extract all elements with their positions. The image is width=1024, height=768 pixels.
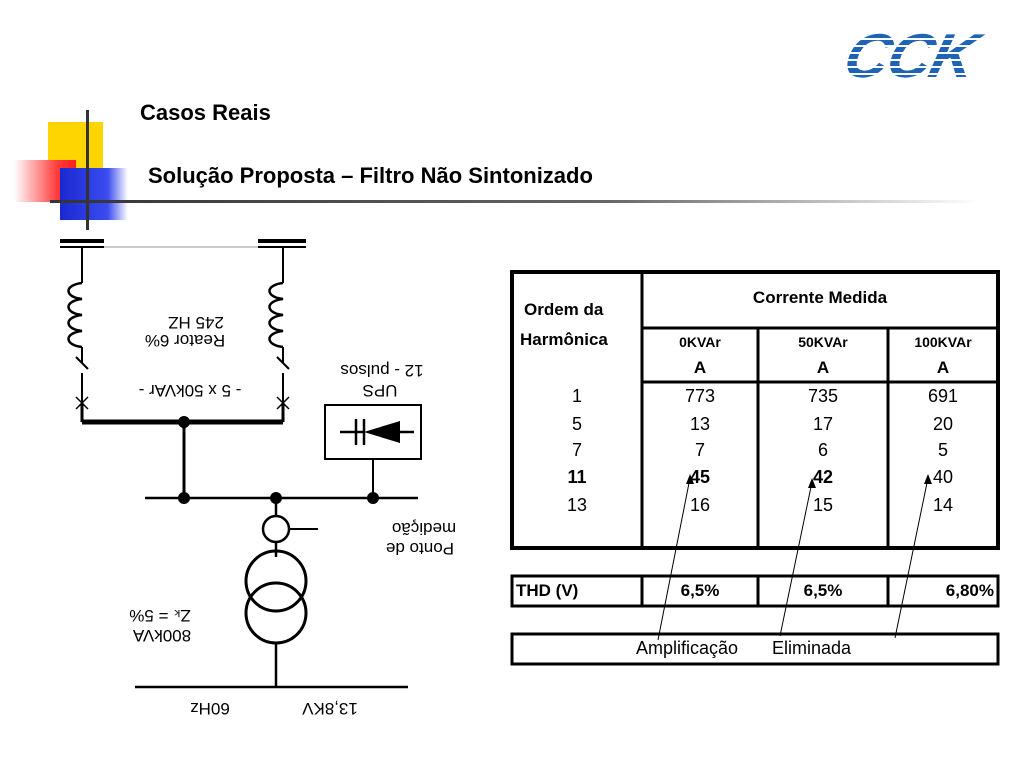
table-grid xyxy=(510,270,1000,666)
harmonic-order: 13 xyxy=(566,495,588,515)
supply-voltage-label: 13,8KV xyxy=(301,699,357,718)
logo-text: CCK xyxy=(837,22,1013,91)
table-cell: 45 xyxy=(689,467,711,487)
annotation-eliminated: Eliminada xyxy=(772,638,852,658)
measurement-label-2: medição xyxy=(392,519,456,538)
row-header-line-2: Harmônica xyxy=(520,330,608,349)
thd-label: THD (V) xyxy=(516,581,579,600)
cck-logo: CCK xyxy=(837,22,998,91)
title-underline xyxy=(50,200,980,203)
table-cell: 16 xyxy=(689,495,711,515)
table-cell: 13 xyxy=(689,414,711,434)
col-0kvar-unit: A xyxy=(693,358,707,377)
thd-value-50kvar: 6,5% xyxy=(803,581,843,600)
thd-value-0kvar: 6,5% xyxy=(680,581,720,600)
reactor-label-2: 245 HZ xyxy=(168,313,224,332)
slide-subtitle: Solução Proposta – Filtro Não Sintonizad… xyxy=(148,163,593,188)
decor-vertical-line xyxy=(86,110,89,230)
harmonic-order: 7 xyxy=(571,440,582,460)
col-50kvar-top: 50KVAr xyxy=(798,334,848,350)
transformer-label-2: Zₖ = 5% xyxy=(129,606,191,625)
measurement-label-1: Ponto de xyxy=(386,539,454,558)
table-cell: 7 xyxy=(694,440,705,460)
single-line-diagram: Reator 6% 245 HZ - 5 x 50kVAr - UPS 12 -… xyxy=(60,239,456,718)
table-cell: 735 xyxy=(807,386,839,406)
harmonic-table: Ordem da Harmônica Corrente Medida 0KVAr… xyxy=(510,270,1000,670)
table-cell: 15 xyxy=(812,495,834,515)
harmonic-order: 5 xyxy=(571,414,582,434)
col-50kvar-unit: A xyxy=(816,358,830,377)
slide-title: Casos Reais xyxy=(140,100,271,125)
table-cell: 691 xyxy=(927,386,959,406)
table-cell: 14 xyxy=(932,495,954,515)
table-cell: 42 xyxy=(812,467,834,487)
harmonic-order: 1 xyxy=(571,386,582,406)
harmonic-order: 11 xyxy=(567,467,587,487)
col-100kvar-unit: A xyxy=(936,358,950,377)
thd-value-100kvar: 6,80% xyxy=(945,581,994,600)
group-header: Corrente Medida xyxy=(752,288,888,307)
table-cell: 40 xyxy=(932,467,954,487)
capacitor-label: - 5 x 50kVAr - xyxy=(139,381,242,400)
table-cell: 5 xyxy=(937,440,948,460)
table-cell: 20 xyxy=(932,414,954,434)
annotation-amplification: Amplificação xyxy=(636,638,739,658)
table-cell: 6 xyxy=(817,440,828,460)
ups-label-1: UPS xyxy=(363,381,398,400)
row-header-line-1: Ordem da xyxy=(524,300,604,319)
supply-frequency-label: 60Hz xyxy=(190,699,230,718)
reactor-label-1: Reator 6% xyxy=(145,331,225,350)
transformer-label-1: 800kVA xyxy=(132,626,191,645)
table-cell: 773 xyxy=(684,386,716,406)
decor-blue-square xyxy=(60,168,128,220)
col-0kvar-top: 0KVAr xyxy=(679,334,721,350)
ups-label-2: 12 - pulsos xyxy=(340,361,423,380)
col-100kvar-top: 100KVAr xyxy=(914,334,972,350)
table-cell: 17 xyxy=(812,414,834,434)
